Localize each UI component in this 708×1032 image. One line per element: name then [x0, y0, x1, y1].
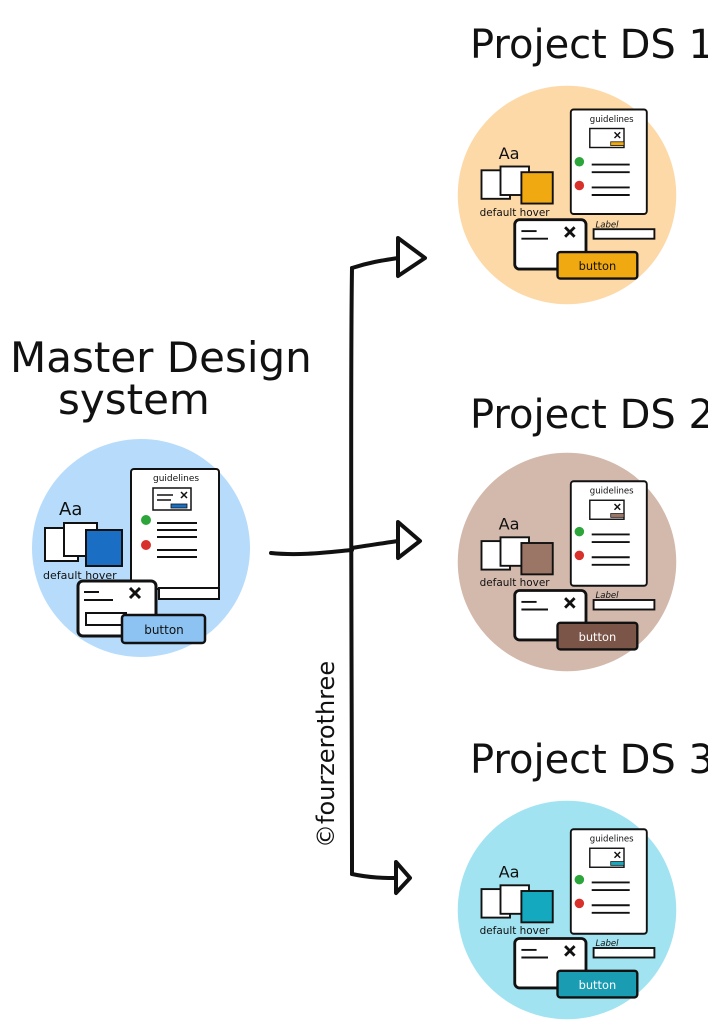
type-sample: Aa: [59, 499, 82, 520]
svg-text:default hover: default hover: [480, 207, 551, 219]
project-2-title: Project DS 2: [470, 392, 708, 438]
sample-button: [120, 613, 207, 645]
project-1-title: Project DS 1: [470, 22, 708, 68]
svg-text:Aa: Aa: [499, 863, 520, 882]
svg-text:guidelines: guidelines: [590, 487, 634, 497]
swatch-hover: [85, 529, 123, 567]
sample-button-label: button: [144, 623, 184, 637]
connector-stem: [269, 548, 354, 557]
branch-2: [350, 539, 400, 550]
connector-trunk: [349, 266, 354, 876]
guidelines-label: guidelines: [153, 474, 199, 484]
state-labels: default hover: [43, 569, 117, 582]
branch-3: [350, 872, 400, 880]
project-3-title: Project DS 3: [470, 737, 708, 783]
arrow-head-2: [396, 520, 422, 560]
ok-dot: [141, 515, 151, 525]
branch-1: [350, 256, 400, 270]
svg-text:button: button: [579, 259, 617, 273]
arrow-head-3: [394, 860, 412, 895]
svg-text:guidelines: guidelines: [590, 115, 634, 125]
credit-text: ©fourzerothree: [312, 661, 340, 848]
svg-text:guidelines: guidelines: [590, 835, 634, 845]
svg-text:Label: Label: [596, 220, 620, 230]
error-dot: [141, 540, 151, 550]
svg-text:default hover: default hover: [480, 925, 551, 937]
project-2-illustration: guidelines Aa default hover Label button: [457, 452, 677, 672]
project-1-illustration: guidelines Aa default hover Label button: [457, 85, 677, 305]
svg-text:button: button: [579, 978, 617, 992]
text-field: [158, 587, 220, 600]
master-title-line2: system: [58, 375, 210, 424]
svg-text:Aa: Aa: [499, 144, 520, 163]
arrow-head-1: [396, 236, 427, 278]
master-illustration: guidelines Aa default hover Label button: [32, 439, 250, 657]
close-icon: [128, 586, 142, 600]
svg-text:default hover: default hover: [480, 577, 551, 589]
master-title: Master Design system: [10, 333, 312, 424]
project-3-illustration: guidelines Aa default hover Label button: [457, 800, 677, 1020]
svg-text:Aa: Aa: [499, 515, 520, 534]
master-title-line1: Master Design: [10, 333, 312, 382]
branch-connector: [269, 236, 427, 895]
svg-text:Label: Label: [596, 591, 620, 601]
svg-text:Label: Label: [596, 939, 620, 949]
svg-text:button: button: [579, 630, 617, 644]
